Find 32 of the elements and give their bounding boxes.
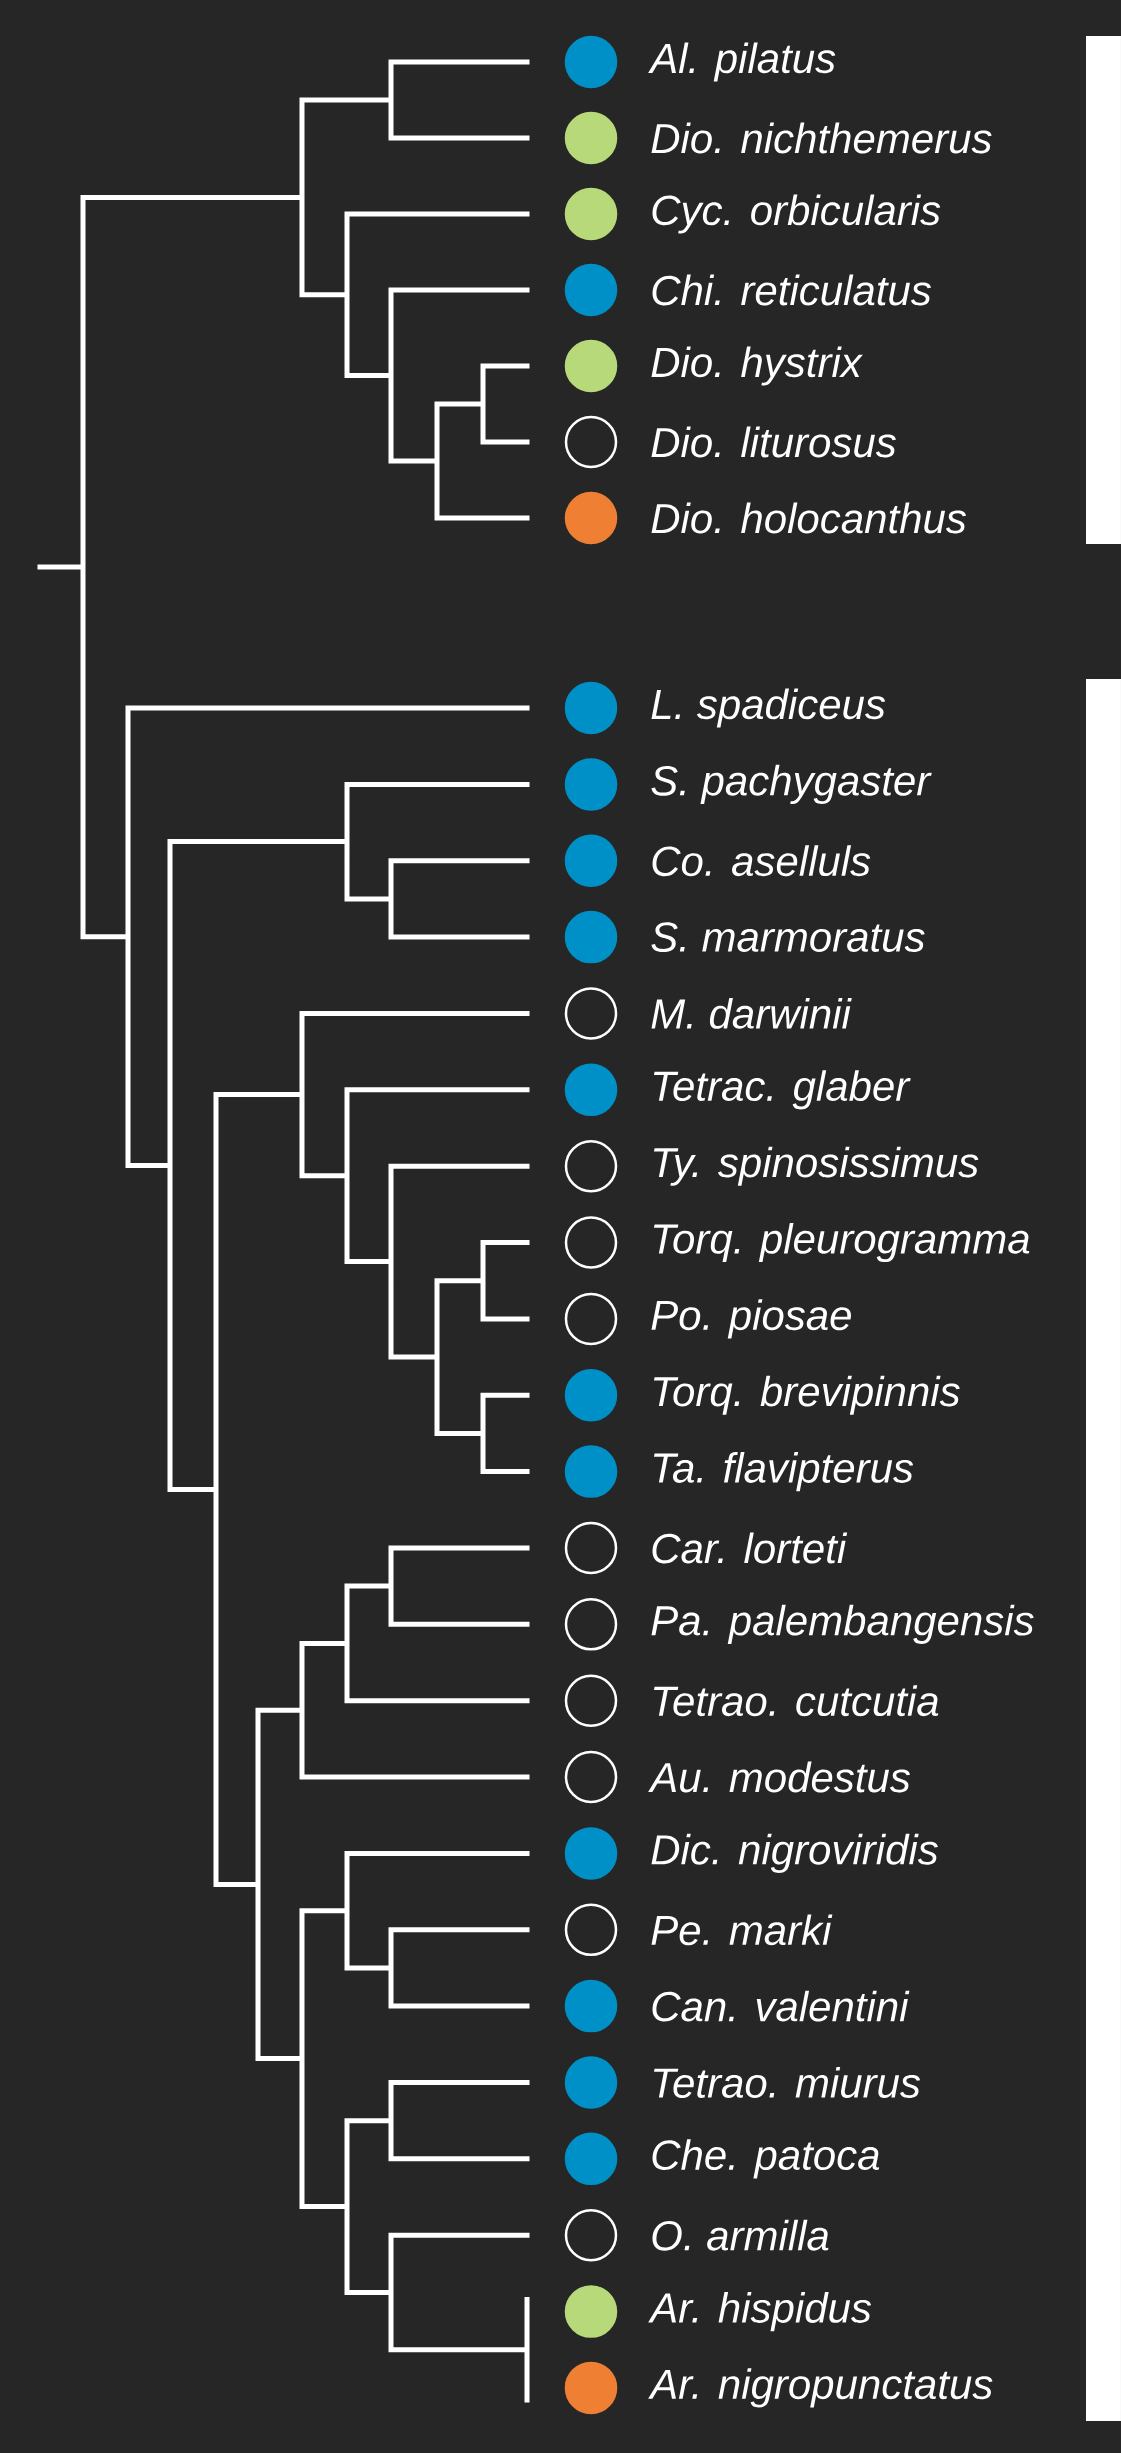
species-label: Ta. flavipterus	[654, 1452, 914, 1492]
species-label: S. marmoratus	[651, 922, 925, 952]
species-label: L. spadiceus	[651, 688, 886, 728]
species-label: Al. pilatus	[648, 42, 836, 82]
species-label: Pa. palembangensis	[651, 1604, 1034, 1644]
species-label: Ar. nigropunctatus	[648, 2368, 993, 2408]
species-label: Ar. hispidus	[648, 2292, 872, 2332]
species-label: O. armilla	[652, 2219, 829, 2251]
clade-bar	[1086, 679, 1121, 2421]
species-label: Dio. holocanthus	[651, 502, 966, 534]
species-label: Co. aselluls	[652, 845, 871, 877]
species-label: Chi. reticulatus	[652, 274, 931, 306]
species-label: Dic. nigroviridis	[651, 1833, 938, 1873]
species-label: Au. modestus	[648, 1761, 910, 1793]
species-label: Torq. pleurogramma	[654, 1222, 1030, 1263]
species-label: M. darwinii	[651, 998, 852, 1029]
species-label: Tetrao. cutcutia	[654, 1685, 939, 1717]
species-label: Po. piosae	[651, 1299, 851, 1339]
species-label: Can. valentini	[652, 1990, 910, 2022]
species-label: S. pachygaster	[651, 764, 932, 804]
species-label: Ty. spinosissimus	[654, 1146, 979, 1186]
species-label: Dio. hystrix	[651, 346, 863, 386]
clade-bar	[1086, 36, 1121, 544]
species-label: Cyc. orbicularis	[652, 194, 941, 234]
species-label: Car. lorteti	[652, 1532, 848, 1564]
species-label: Che. patoca	[652, 2139, 880, 2179]
species-label: Pe. marki	[651, 1914, 833, 1946]
species-label: Torq. brevipinnis	[654, 1375, 960, 1415]
species-label: Dio. liturosus	[651, 426, 896, 458]
species-label: Tetrac. glaber	[654, 1070, 911, 1110]
species-label: Tetrao. miurus	[654, 2067, 921, 2098]
species-label: Dio. nichthemerus	[651, 122, 992, 154]
